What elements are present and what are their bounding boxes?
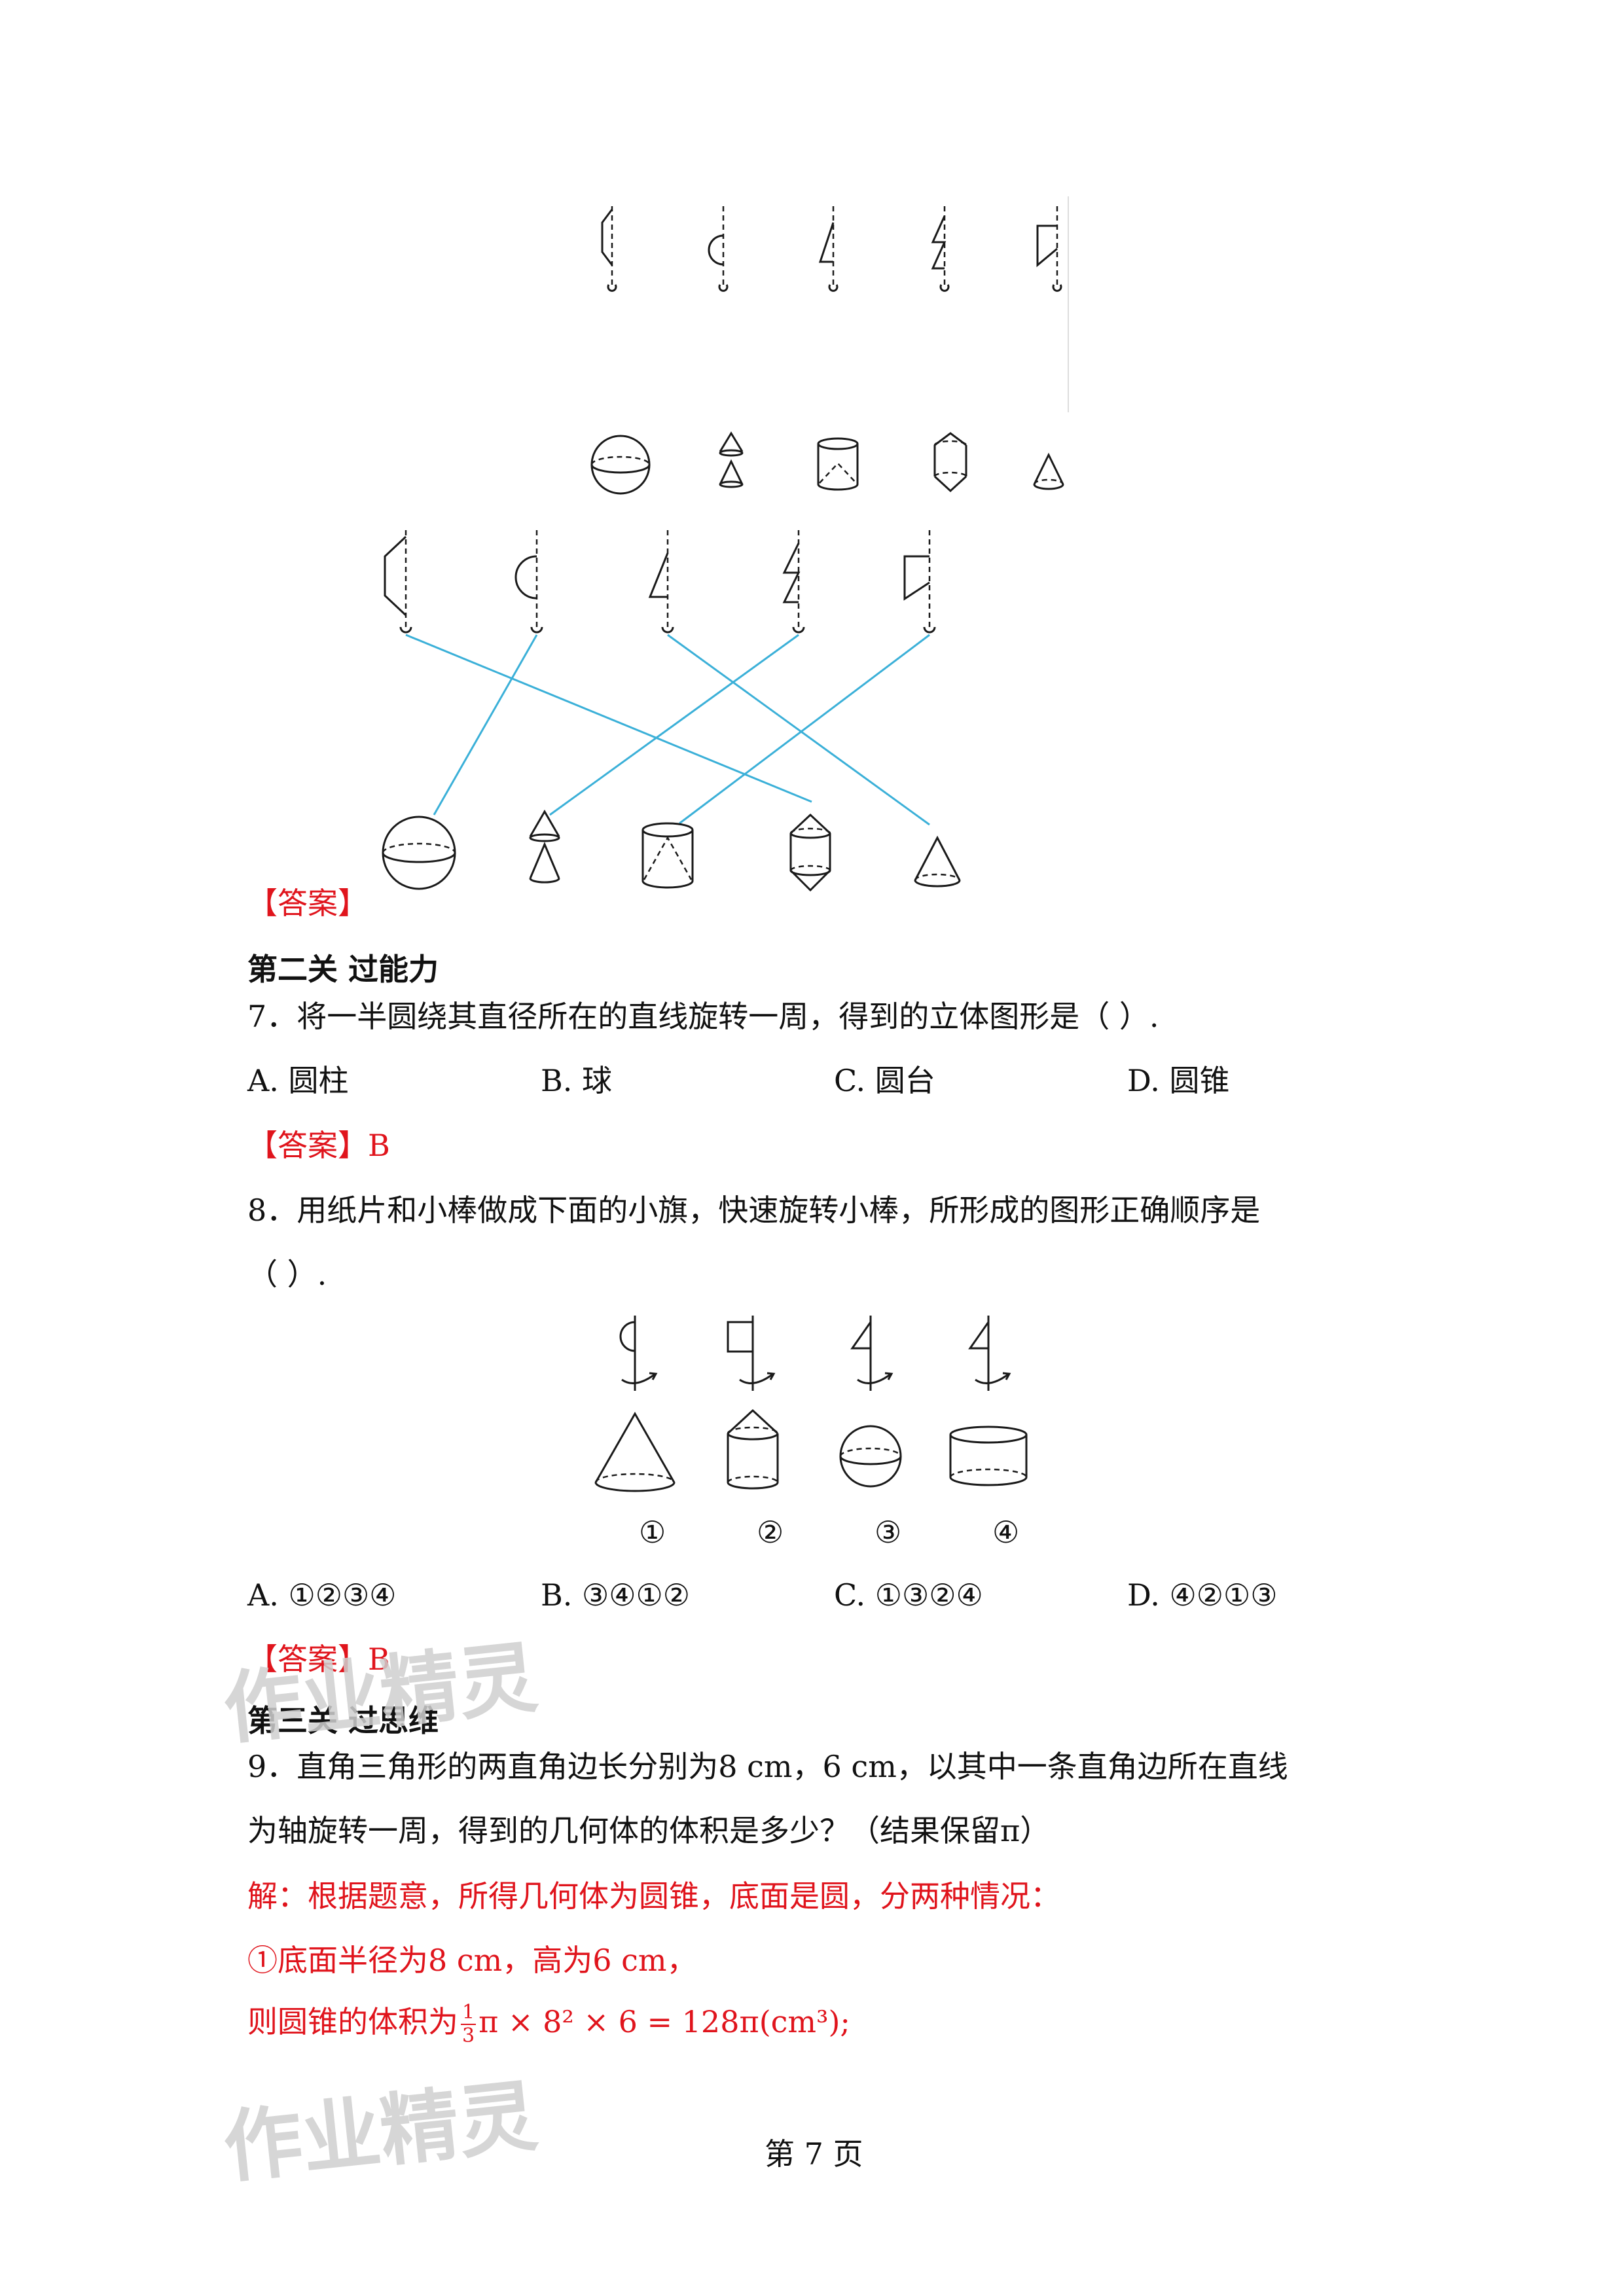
big-solid-cylinder-two-cones — [789, 813, 831, 892]
q8-option-b: B. ③④①② — [541, 1577, 691, 1613]
q9-solution-line3-prefix: 则圆锥的体积为 — [247, 2004, 458, 2039]
solid-cylinder-cone-small — [817, 437, 859, 491]
matching-figure — [382, 530, 961, 892]
q8-stem-line2: （ ）. — [247, 1257, 327, 1292]
fraction-denominator: 3 — [462, 2024, 475, 2047]
q9-solution-line2: ①底面半径为8 cm，高为6 cm， — [247, 1943, 697, 1978]
q8-solid-1-cone — [594, 1411, 676, 1492]
q8-flag-1 — [619, 1316, 658, 1391]
solid-cylinder-two-cones-small — [933, 432, 967, 493]
q9-solution-line3-suffix: π × 8² × 6 = 128π(cm³); — [478, 2004, 850, 2039]
big-solid-cone — [914, 835, 961, 888]
q7-option-a: A. 圆柱 — [247, 1063, 349, 1098]
q8-figure-label-3: ③ — [875, 1515, 902, 1550]
solid-sphere-small — [590, 435, 651, 495]
big-flag-shape-3 — [648, 530, 674, 634]
q8-figure-label-2: ② — [757, 1515, 784, 1550]
q7-option-b: B. 球 — [541, 1063, 613, 1098]
answer-label-3: 【答案】B — [247, 1641, 390, 1677]
big-flag-shape-2 — [514, 530, 543, 634]
section-header-3: 第三关 过思维 — [247, 1703, 439, 1738]
q8-solid-2-cylinder-cone — [727, 1408, 779, 1490]
big-flag-shape-1 — [384, 530, 412, 634]
q9-solution-line1: 解：根据题意，所得几何体为圆锥，底面是圆，分两种情况： — [247, 1878, 1060, 1914]
flag-shape-5 — [1036, 206, 1062, 292]
q8-solid-3-sphere — [839, 1425, 902, 1488]
q9-stem-line1: 9．直角三角形的两直角边长分别为8 cm，6 cm，以其中一条直角边所在直线 — [247, 1749, 1288, 1784]
q7-stem: 7．将一半圆绕其直径所在的直线旋转一周，得到的立体图形是（ ）. — [247, 999, 1159, 1034]
q8-flag-4 — [968, 1316, 1011, 1391]
answer-label-2: 【答案】B — [247, 1128, 390, 1163]
matching-lines — [405, 634, 930, 826]
q8-option-a: A. ①②③④ — [247, 1577, 397, 1613]
big-solid-sphere — [382, 816, 456, 890]
page-number-footer: 第 7 页 — [765, 2136, 863, 2172]
watermark-2: 作业精灵 — [219, 2071, 542, 2195]
answer-label-1: 【答案】 — [247, 886, 368, 921]
q9-stem-line2: 为轴旋转一周，得到的几何体的体积是多少？（结果保留π） — [247, 1813, 1051, 1848]
q8-option-c: C. ①③②④ — [834, 1577, 983, 1613]
q7-option-c: C. 圆台 — [834, 1063, 935, 1098]
solid-double-cone-small — [719, 431, 744, 488]
top-shapes-figure — [590, 196, 1069, 495]
q8-flag-2 — [727, 1316, 776, 1391]
q8-flag-3 — [850, 1316, 893, 1391]
flag-shape-3 — [818, 206, 839, 292]
solid-cone-small — [1033, 452, 1064, 490]
q8-figure-label-1: ① — [639, 1515, 666, 1550]
flag-shape-4 — [931, 206, 950, 292]
flag-shape-2 — [708, 206, 729, 292]
big-flag-shape-5 — [903, 530, 936, 634]
q7-option-d: D. 圆锥 — [1127, 1063, 1230, 1098]
fraction-numerator: 1 — [461, 2001, 477, 2025]
watermark-1: 作业精灵 — [219, 1632, 542, 1756]
q8-figure — [594, 1316, 1028, 1492]
big-solid-double-cone — [529, 810, 560, 884]
flag-shape-1 — [601, 206, 617, 292]
section-header-2: 第二关 过能力 — [247, 952, 439, 987]
q8-option-d: D. ④②①③ — [1127, 1577, 1278, 1613]
q8-stem-line1: 8．用纸片和小棒做成下面的小旗，快速旋转小棒，所形成的图形正确顺序是 — [247, 1193, 1261, 1228]
big-solid-cylinder-cone — [641, 822, 694, 889]
q8-solid-4-cylinder — [949, 1426, 1028, 1486]
big-flag-shape-4 — [782, 530, 805, 634]
q8-figure-label-4: ④ — [992, 1515, 1020, 1550]
